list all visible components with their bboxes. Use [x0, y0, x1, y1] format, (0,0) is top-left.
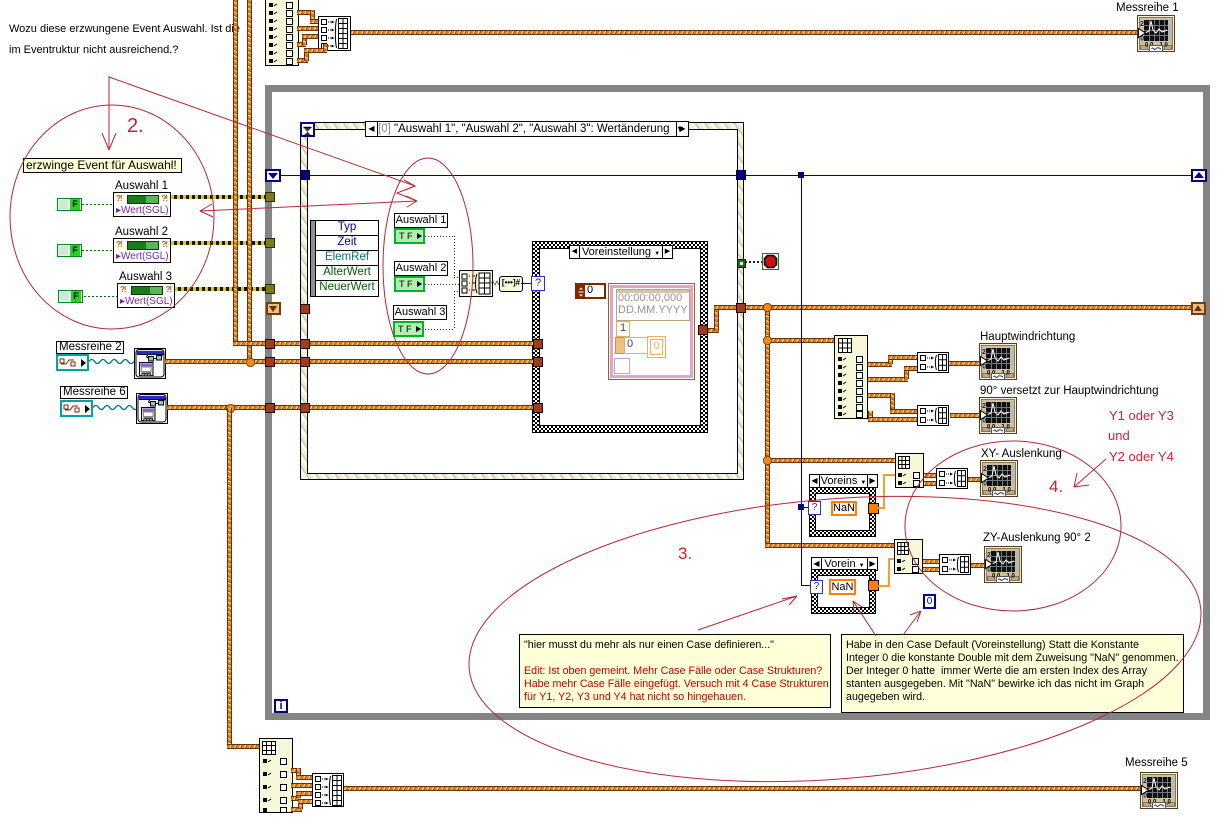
svg-text:1.0: 1.0	[1163, 800, 1172, 806]
svg-text:2: 2	[983, 466, 987, 473]
svg-text:2: 2	[987, 552, 991, 559]
svg-text:2: 2	[1140, 21, 1144, 28]
svg-text:2: 2	[982, 349, 986, 356]
svg-text:2: 2	[982, 403, 986, 410]
svg-text:1.0: 1.0	[1160, 43, 1169, 49]
svg-text:2: 2	[1143, 778, 1147, 785]
svg-text:0: 0	[1140, 36, 1144, 43]
svg-text:0: 0	[1143, 793, 1147, 800]
svg-text:0: 0	[982, 364, 986, 371]
svg-text:1.0: 1.0	[1002, 371, 1011, 377]
svg-text:0: 0	[982, 418, 986, 425]
svg-text:1.0: 1.0	[1002, 425, 1011, 431]
